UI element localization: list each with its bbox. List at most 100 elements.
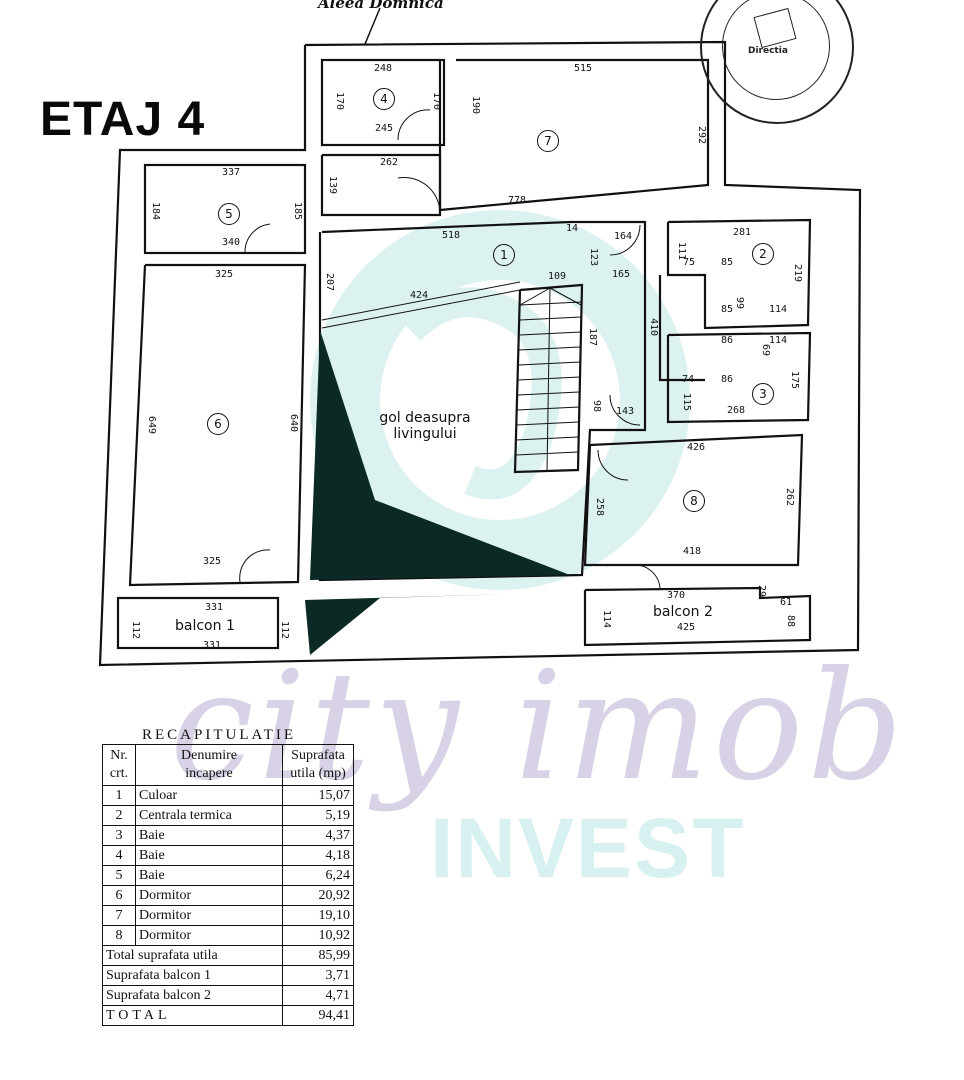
row-nr: 4 — [102, 845, 136, 866]
room-number-1: 1 — [493, 244, 515, 266]
balcon-2-label: balcon 2 — [653, 604, 713, 620]
stamp-center-text: Directia — [748, 46, 788, 56]
dim-r2-top: 281 — [733, 227, 752, 238]
dim-r8-left: 258 — [594, 497, 606, 517]
dim-r7-bottom: 778 — [508, 195, 527, 206]
dim-b2-left: 114 — [601, 609, 613, 629]
summary-area: 4,71 — [282, 985, 354, 1006]
dim-410: 410 — [648, 317, 660, 337]
dim-b2-61: 61 — [780, 597, 793, 608]
row-area: 4,37 — [282, 825, 354, 846]
row-name: Baie — [135, 825, 283, 846]
header-area-line1: Suprafata — [291, 748, 345, 763]
dim-r7-right: 292 — [696, 125, 708, 145]
dim-b2-top: 370 — [667, 590, 686, 601]
dim-r5-bottom: 340 — [222, 237, 241, 248]
dim-r2-right: 219 — [792, 263, 804, 283]
header-nr-line1: Nr. — [110, 748, 128, 763]
dim-r3-69: 69 — [760, 343, 772, 357]
dim-r6-top: 325 — [215, 269, 234, 280]
dim-r2-85b: 85 — [721, 304, 734, 315]
row-area: 20,92 — [282, 885, 354, 906]
dim-r1-left: 207 — [324, 272, 336, 292]
row-name: Baie — [135, 845, 283, 866]
void-label-line1: gol deasupra — [379, 410, 471, 426]
dim-r3-114: 114 — [769, 335, 788, 346]
dim-165: 165 — [612, 269, 631, 280]
dim-r3-74: 74 — [682, 374, 695, 385]
header-area: Suprafata utila (mp) — [282, 744, 354, 786]
dim-r5-right: 185 — [292, 201, 304, 221]
row-name: Dormitor — [135, 905, 283, 926]
dim-r8-right: 262 — [784, 487, 796, 507]
header-nr: Nr. crt. — [102, 744, 136, 786]
room-number-4: 4 — [373, 88, 395, 110]
dim-r1-right: 123 — [588, 247, 600, 267]
summary-label: Suprafata balcon 1 — [102, 965, 283, 986]
summary-label: TOTAL — [102, 1005, 283, 1026]
balcon-1-label: balcon 1 — [175, 618, 235, 634]
header-nr-line2: crt. — [109, 766, 129, 781]
dim-b1-right: 112 — [279, 620, 291, 640]
dim-r6-bottom: 325 — [203, 556, 222, 567]
void-label: gol deasupra livingului — [370, 410, 480, 442]
dim-r7-left: 190 — [470, 95, 482, 115]
row-nr: 5 — [102, 865, 136, 886]
header-area-line2: utila (mp) — [290, 766, 346, 781]
watermark-invest: INVEST — [430, 801, 746, 895]
row-name: Baie — [135, 865, 283, 886]
room-number-6: 6 — [207, 413, 229, 435]
header-name-line2: incapere — [185, 766, 233, 781]
watermark-logo-icon — [310, 210, 690, 590]
dim-98: 98 — [591, 399, 603, 413]
dim-b1-left: 112 — [130, 620, 142, 640]
dim-r4-left: 170 — [334, 91, 346, 111]
dim-r5-top: 337 — [222, 167, 241, 178]
row-area: 5,19 — [282, 805, 354, 826]
dim-r1-top: 518 — [442, 230, 461, 241]
dim-r3-bottom: 268 — [727, 405, 746, 416]
row-name: Dormitor — [135, 885, 283, 906]
room-number-5: 5 — [218, 203, 240, 225]
row-area: 19,10 — [282, 905, 354, 926]
room-number-2: 2 — [752, 243, 774, 265]
floor-title: ETAJ 4 — [40, 93, 206, 146]
dim-r3-86a: 86 — [721, 335, 734, 346]
row-area: 15,07 — [282, 785, 354, 806]
room-number-3: 3 — [752, 383, 774, 405]
dim-r4-top: 248 — [374, 63, 393, 74]
dim-r2-75: 75 — [683, 257, 696, 268]
recap-table: Nr. crt. Denumire incapere Suprafata uti… — [102, 744, 354, 1026]
dim-r1-diag: 424 — [410, 290, 429, 301]
floor-plan — [98, 7, 862, 667]
dim-r7-top: 515 — [574, 63, 593, 74]
recap-header-row: Nr. crt. Denumire incapere Suprafata uti… — [102, 744, 354, 786]
row-area: 6,24 — [282, 865, 354, 886]
dim-b2-bottom: 425 — [677, 622, 696, 633]
void-label-line2: livingului — [393, 426, 457, 443]
row-nr: 1 — [102, 785, 136, 806]
dim-r4-right: 170 — [431, 91, 443, 111]
dim-r2-99: 99 — [734, 296, 746, 310]
summary-label: Total suprafata utila — [102, 945, 283, 966]
row-nr: 6 — [102, 885, 136, 906]
dim-r6-left: 649 — [146, 415, 158, 435]
row-nr: 7 — [102, 905, 136, 926]
stamp-inner-ring — [722, 0, 830, 100]
summary-area: 85,99 — [282, 945, 354, 966]
dim-b2-88: 88 — [785, 614, 797, 628]
summary-area: 3,71 — [282, 965, 354, 986]
dim-r6-right: 640 — [288, 413, 300, 433]
dim-r4-bottom: 245 — [375, 123, 394, 134]
dim-164: 164 — [614, 231, 633, 242]
